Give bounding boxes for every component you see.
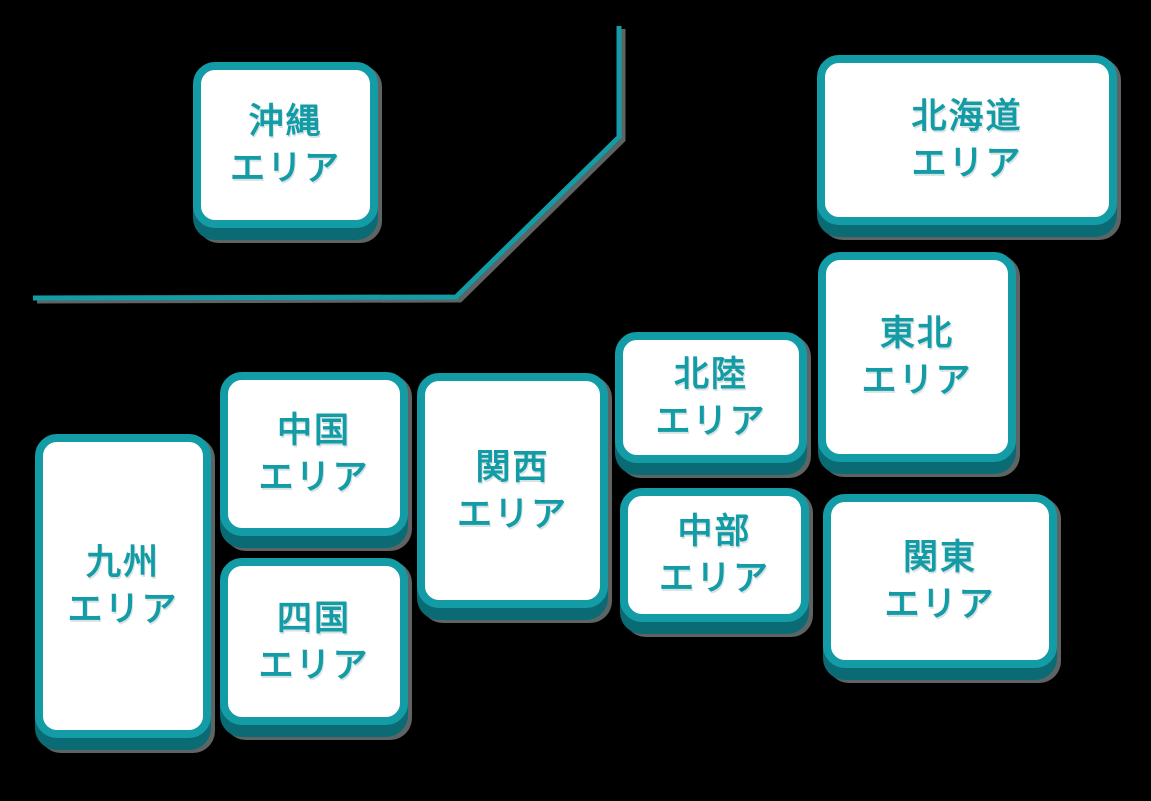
region-area-suffix: エリア bbox=[67, 590, 179, 629]
region-button-okinawa[interactable]: 沖縄 エリア bbox=[193, 62, 378, 228]
region-button-shikoku[interactable]: 四国 エリア bbox=[220, 558, 408, 725]
region-area-suffix: エリア bbox=[258, 645, 370, 685]
region-name: 関西 bbox=[475, 447, 550, 487]
region-area-suffix: エリア bbox=[456, 494, 568, 534]
region-button-tohoku[interactable]: 東北 エリア bbox=[818, 252, 1016, 462]
region-name: 東北 bbox=[879, 314, 954, 353]
region-name: 九州 bbox=[85, 543, 160, 582]
region-name: 中国 bbox=[276, 411, 351, 450]
region-area-suffix: エリア bbox=[861, 361, 973, 400]
region-button-chugoku[interactable]: 中国 エリア bbox=[220, 372, 408, 536]
region-name: 中部 bbox=[677, 512, 752, 551]
region-name: 北陸 bbox=[673, 354, 748, 394]
region-button-chubu[interactable]: 中部 エリア bbox=[620, 488, 809, 622]
region-name: 北海道 bbox=[911, 97, 1023, 136]
region-area-suffix: エリア bbox=[258, 458, 370, 497]
region-area-suffix: エリア bbox=[911, 144, 1023, 183]
region-area-suffix: エリア bbox=[658, 559, 770, 598]
region-button-hokkaido[interactable]: 北海道 エリア bbox=[817, 55, 1117, 225]
region-name: 関東 bbox=[902, 538, 977, 577]
region-button-kanto[interactable]: 関東 エリア bbox=[823, 494, 1057, 668]
region-button-kansai[interactable]: 関西 エリア bbox=[417, 373, 608, 608]
region-name: 四国 bbox=[276, 598, 351, 638]
region-area-suffix: エリア bbox=[655, 401, 767, 441]
region-area-suffix: エリア bbox=[229, 149, 341, 188]
region-area-suffix: エリア bbox=[884, 585, 996, 624]
region-name: 沖縄 bbox=[248, 102, 323, 141]
region-button-kyushu[interactable]: 九州 エリア bbox=[35, 434, 211, 738]
region-button-hokuriku[interactable]: 北陸 エリア bbox=[615, 332, 807, 463]
